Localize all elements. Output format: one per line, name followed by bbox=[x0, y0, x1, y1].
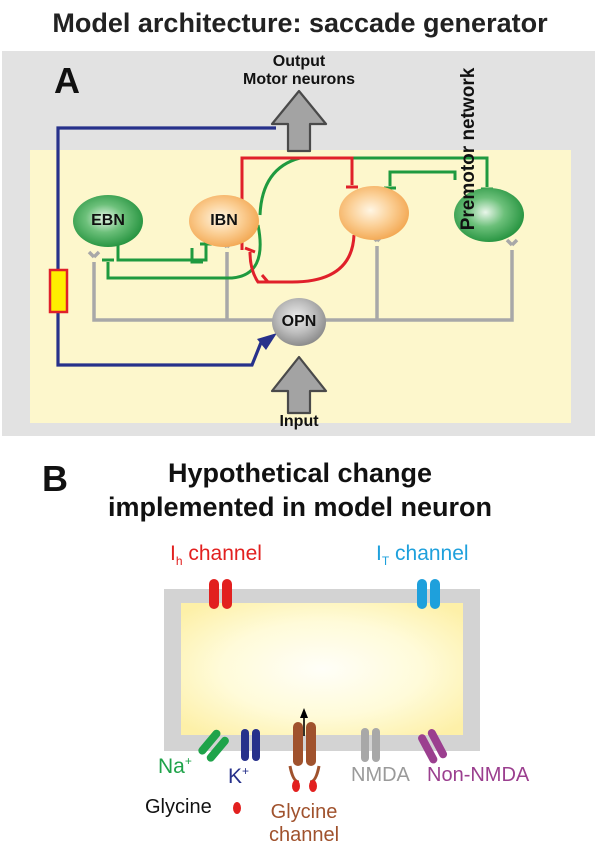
na-label: Na+ bbox=[158, 754, 192, 779]
ih-channel-icon bbox=[209, 579, 232, 609]
non-nmda-channel-icon bbox=[418, 729, 448, 764]
glycine-label: Glycine bbox=[145, 796, 212, 818]
ih-channel-label: Ih channel bbox=[170, 542, 262, 568]
it-rest: channel bbox=[389, 542, 469, 565]
it-main: I bbox=[376, 542, 382, 565]
non-nmda-label: Non-NMDA bbox=[427, 764, 530, 786]
ih-rest: channel bbox=[182, 542, 262, 565]
premotor-network-label: Premotor network bbox=[458, 67, 479, 231]
ibn-label: IBN bbox=[210, 212, 238, 229]
glycine-channel-icon bbox=[288, 722, 321, 792]
it-channel-label: IT channel bbox=[376, 542, 469, 568]
output-title: Output bbox=[272, 53, 326, 70]
glycine-molecule-icon bbox=[233, 802, 241, 814]
afferent-arrowhead bbox=[257, 333, 277, 350]
glycine-channel-label-line2: channel bbox=[268, 824, 340, 846]
glycine-channel-label-line1: Glycine bbox=[270, 801, 338, 823]
model-neuron-interior bbox=[181, 603, 463, 735]
na-channel-icon bbox=[198, 729, 229, 762]
up-arrow-icon bbox=[300, 708, 308, 736]
na-main: Na bbox=[158, 755, 185, 778]
panel-b-title-line2: implemented in model neuron bbox=[107, 492, 493, 522]
output-subtitle: Motor neurons bbox=[243, 71, 355, 88]
panel-a-label: A bbox=[54, 60, 80, 101]
input-label: Input bbox=[279, 413, 319, 430]
k-label: K+ bbox=[228, 764, 249, 789]
it-sub: T bbox=[381, 554, 390, 569]
na-sup: + bbox=[184, 754, 192, 768]
figure-title: Model architecture: saccade generator bbox=[52, 8, 548, 38]
output-arrow bbox=[270, 89, 328, 153]
ebn-label: EBN bbox=[91, 212, 125, 229]
ih-sub: h bbox=[175, 554, 183, 569]
k-channel-icon bbox=[241, 729, 260, 761]
ih-main: I bbox=[170, 542, 176, 565]
opn-label: OPN bbox=[281, 313, 317, 330]
input-arrow bbox=[270, 355, 328, 415]
k-main: K bbox=[228, 765, 243, 788]
ibn-neuron bbox=[189, 195, 259, 247]
k-sup: + bbox=[242, 764, 250, 778]
it-channel-icon bbox=[417, 579, 440, 609]
afferent-line bbox=[56, 126, 276, 367]
ebn-neuron bbox=[73, 195, 143, 247]
burst-neuron-green bbox=[454, 188, 524, 242]
nmda-label: NMDA bbox=[351, 764, 410, 786]
burst-neuron-orange bbox=[339, 186, 409, 240]
yellow-block bbox=[48, 268, 69, 314]
panel-b-label: B bbox=[42, 458, 68, 499]
panel-b-title-line1: Hypothetical change bbox=[167, 458, 433, 488]
nmda-channel-icon bbox=[361, 728, 380, 762]
opn-neuron bbox=[272, 298, 326, 346]
